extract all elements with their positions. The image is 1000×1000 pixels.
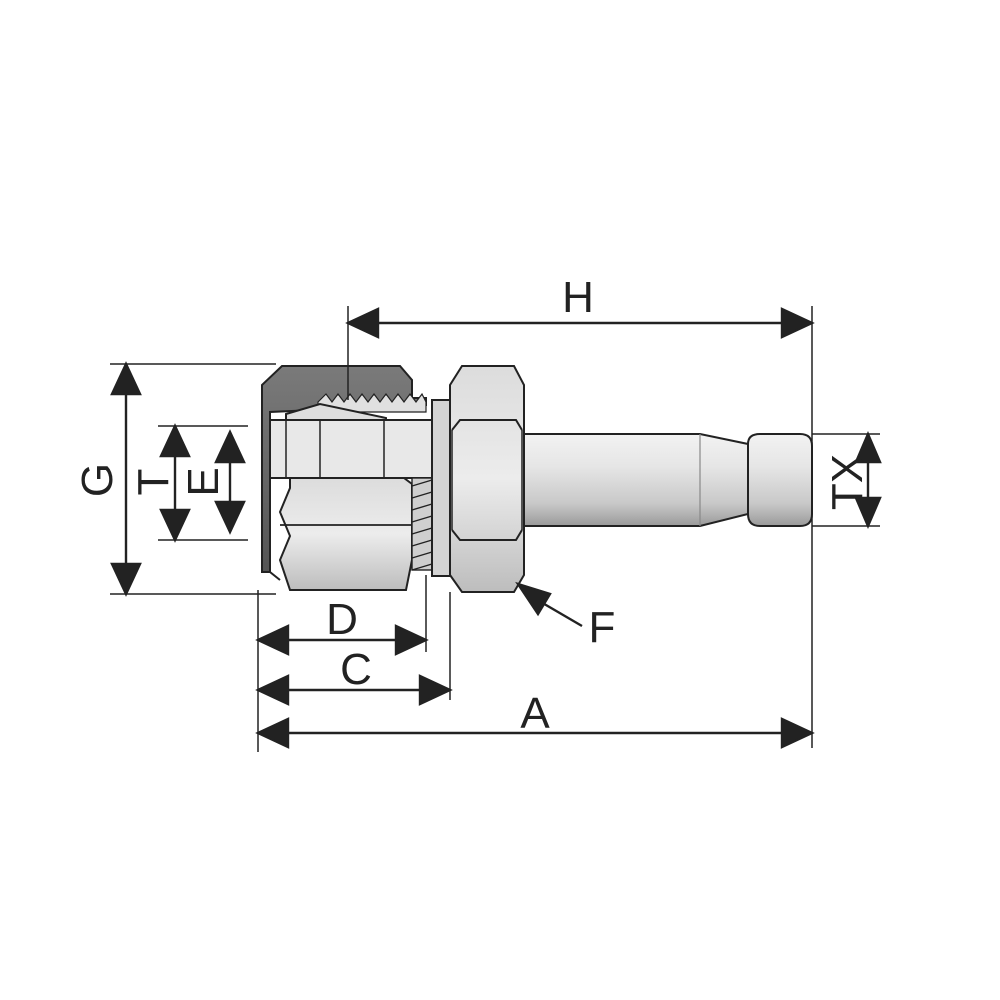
label-e: E — [179, 467, 228, 496]
fitting-body — [261, 365, 813, 593]
body-flange — [431, 399, 451, 577]
label-d: D — [326, 595, 358, 644]
tube-end — [747, 433, 813, 527]
label-c: C — [340, 645, 372, 694]
thread-section-top — [317, 392, 427, 413]
inner-sleeve — [269, 419, 451, 479]
dim-t-arrow-bottom — [159, 508, 191, 543]
dim-a-arrow-left — [255, 717, 290, 749]
dim-g-arrow-top — [110, 361, 142, 396]
body-hex — [449, 365, 525, 593]
dim-f-arrow — [515, 581, 552, 617]
dim-e-arrow-top — [214, 429, 246, 464]
dim-c-arrow-left — [255, 674, 290, 706]
dim-h-arrow-left — [345, 307, 380, 339]
label-tx: TX — [823, 454, 872, 510]
dim-tx-arrow-top — [854, 430, 882, 464]
dim-t-arrow-top — [159, 423, 191, 458]
label-h: H — [562, 273, 594, 322]
dimension-labels: H G T E TX D C A F — [73, 273, 872, 738]
body-threads — [411, 477, 433, 571]
dimension-arrows — [110, 307, 882, 749]
dim-g-arrow-bottom — [110, 562, 142, 597]
dim-d-arrow-left — [255, 624, 290, 656]
dim-a-arrow-right — [780, 717, 815, 749]
dim-e-arrow-bottom — [214, 500, 246, 535]
label-a: A — [520, 689, 550, 738]
label-t: T — [129, 469, 178, 496]
dim-d-arrow-right — [394, 624, 429, 656]
label-g: G — [73, 463, 122, 497]
dim-tx-arrow-bottom — [854, 496, 882, 530]
label-f: F — [589, 603, 616, 652]
nut-hex-front — [270, 477, 413, 591]
dim-h-arrow-right — [780, 307, 815, 339]
tube-stub — [523, 433, 749, 527]
dim-c-arrow-right — [418, 674, 453, 706]
